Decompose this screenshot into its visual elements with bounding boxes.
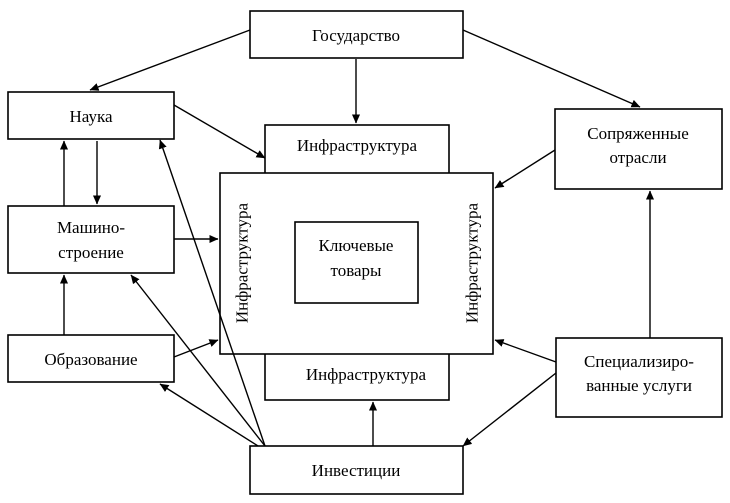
arrow-services-to-investments xyxy=(462,372,557,447)
arrow-state-to-related xyxy=(462,29,641,108)
specialized-services-label-line2: ванные услуги xyxy=(586,376,692,395)
science-label: Наука xyxy=(69,107,112,126)
arrow-services-to-infra xyxy=(494,339,557,363)
infra-right-label: Инфраструктура xyxy=(463,202,482,323)
infra-bottom-label: Инфраструктура xyxy=(306,365,427,384)
machine-building-label-line1: Машино- xyxy=(57,218,125,237)
arrow-state-to-science xyxy=(89,29,251,91)
arrow-education-to-infra xyxy=(173,339,219,358)
related-industries-box xyxy=(554,108,723,190)
education-box xyxy=(7,334,175,383)
state-box xyxy=(249,10,464,59)
key-goods-label-line2: товары xyxy=(331,261,383,280)
arrow-investments-to-machine xyxy=(130,274,266,447)
key-goods-box xyxy=(294,221,419,304)
arrow-science-to-infra xyxy=(173,104,266,159)
machine-building-box xyxy=(7,205,175,274)
science-box xyxy=(7,91,175,140)
related-industries-label-line2: отрасли xyxy=(609,148,666,167)
machine-building-label-line2: строение xyxy=(58,243,124,262)
state-label: Государство xyxy=(312,26,400,45)
arrow-investments-to-science xyxy=(158,139,266,447)
key-goods-label-line1: Ключевые xyxy=(319,236,394,255)
investments-box xyxy=(249,445,464,495)
investments-label: Инвестиции xyxy=(312,461,401,480)
infra-left-label: Инфраструктура xyxy=(233,202,252,323)
specialized-services-label-line1: Специализиро- xyxy=(584,352,694,371)
arrow-related-to-infra xyxy=(494,149,556,189)
infra-top-label: Инфраструктура xyxy=(297,136,418,155)
education-label: Образование xyxy=(44,350,137,369)
related-industries-label-line1: Сопряженные xyxy=(587,124,689,143)
arrow-investments-to-education xyxy=(159,383,259,447)
specialized-services-box xyxy=(555,337,723,418)
